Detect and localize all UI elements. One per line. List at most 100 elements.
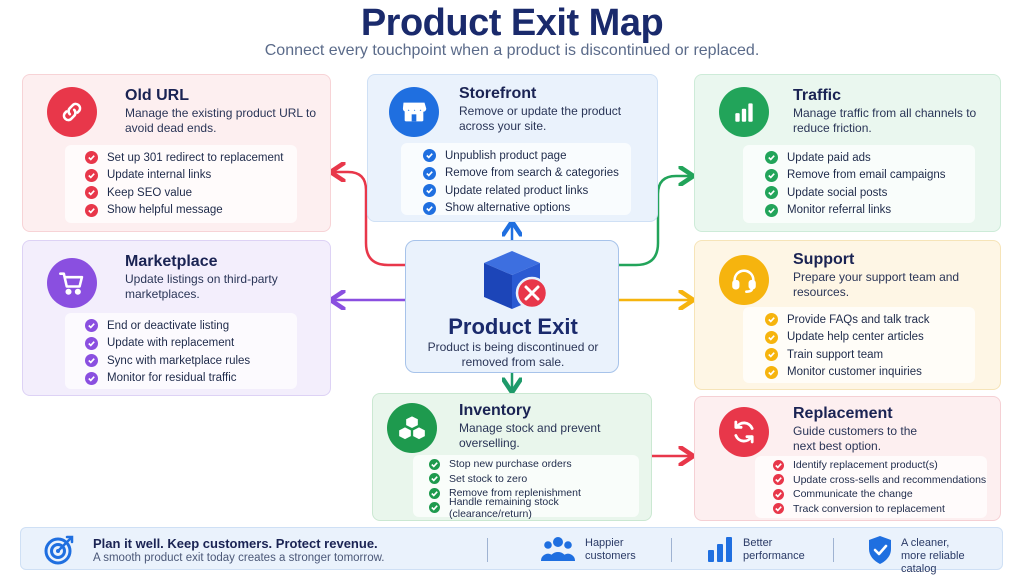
storefront-icon [389,87,439,137]
list-item: Monitor referral links [765,202,975,220]
divider [671,538,672,562]
list-item: Stop new purchase orders [429,457,639,472]
product-box-remove-icon [484,251,549,310]
card-storefront: Storefront Remove or update the product … [367,74,658,222]
card-description: Manage the existing product URL to avoid… [125,106,316,135]
list-item: Sync with marketplace rules [85,352,297,370]
list-item: Show alternative options [423,200,631,218]
check-icon [429,502,440,514]
check-icon [765,168,778,182]
bar-chart-icon [708,537,732,562]
card-old-url: Old URL Manage the existing product URL … [22,74,331,232]
divider [487,538,488,562]
shopping-cart-icon [47,258,97,308]
check-icon [85,151,98,165]
card-title: Inventory [459,402,532,419]
arrow-to-traffic [619,176,691,267]
card-marketplace: Marketplace Update listings on third-par… [22,240,331,396]
list-item: Keep SEO value [85,184,297,202]
list-item: Update with replacement [85,335,297,353]
divider [833,538,834,562]
list-item: Monitor for residual traffic [85,370,297,388]
check-icon [429,473,440,485]
card-traffic: Traffic Manage traffic from all channels… [694,74,1001,232]
card-support: Support Prepare your support team and re… [694,240,1001,390]
check-icon [765,365,778,379]
list-item: Train support team [765,346,975,364]
arrow-to-old-url [333,172,405,267]
users-icon [541,537,575,561]
list-item: Remove from replenishment [429,486,639,501]
check-icon [765,330,778,344]
check-icon [423,201,436,215]
hub-description: Product is being discontinued or removed… [427,340,599,369]
check-icon [429,458,440,470]
card-title: Replacement [793,405,893,422]
boxes-icon [387,403,437,453]
card-replacement: Replacement Guide customers to the next … [694,396,1001,521]
checklist: Provide FAQs and talk track Update help … [743,307,975,383]
checklist: Stop new purchase orders Set stock to ze… [413,455,639,520]
target-icon [44,535,74,565]
check-icon [85,336,98,350]
bar-chart-icon [719,87,769,137]
card-title: Support [793,251,855,268]
footer-headline: Plan it well. Keep customers. Protect re… [93,536,378,551]
card-description: Guide customers to the next best option. [793,424,918,453]
link-icon [47,87,97,137]
card-title: Traffic [793,87,842,104]
check-icon [773,474,784,486]
check-icon [85,168,98,182]
list-item: Remove from email campaigns [765,167,975,185]
check-icon [429,487,440,499]
list-item: Update cross-sells and recommendations [773,473,987,488]
list-item: Identify replacement product(s) [773,458,987,473]
hub-title: Product Exit [448,314,578,339]
check-icon [765,313,778,327]
check-icon [85,354,98,368]
card-inventory: Inventory Manage stock and prevent overs… [372,393,652,521]
list-item: Handle remaining stock (clearance/return… [429,496,639,520]
list-item: Update help center articles [765,329,975,347]
check-icon [765,203,778,217]
headset-icon [719,255,769,305]
checklist: Set up 301 redirect to replacement Updat… [65,145,297,223]
check-icon [85,371,98,385]
list-item: End or deactivate listing [85,317,297,335]
list-item: Unpublish product page [423,147,631,165]
card-title: Marketplace [125,253,218,270]
stat-cleaner-catalog: A cleaner, more reliable catalog [901,537,965,575]
check-icon [773,488,784,500]
checklist: Update paid ads Remove from email campai… [743,145,975,223]
list-item: Set stock to zero [429,472,639,487]
stat-better-performance: Better performance [743,537,805,562]
list-item: Provide FAQs and talk track [765,311,975,329]
check-icon [423,149,436,163]
page-title: Product Exit Map [360,2,664,44]
list-item: Track conversion to replacement [773,502,987,517]
list-item: Show helpful message [85,202,297,220]
list-item: Update related product links [423,182,631,200]
shield-check-icon [869,536,891,564]
card-title: Old URL [125,87,189,104]
check-icon [765,186,778,200]
card-description: Manage stock and prevent overselling. [459,421,601,450]
checklist: End or deactivate listing Update with re… [65,313,297,389]
footer-banner: Plan it well. Keep customers. Protect re… [20,527,1003,575]
check-icon [423,166,436,180]
list-item: Communicate the change [773,487,987,502]
list-item: Update internal links [85,167,297,185]
check-icon [85,203,98,217]
check-icon [765,151,778,165]
check-icon [85,319,98,333]
list-item: Update social posts [765,184,975,202]
page-subtitle: Connect every touchpoint when a product … [264,42,760,59]
check-icon [773,503,784,515]
stat-happier-customers: Happier customers [585,537,636,562]
check-icon [765,348,778,362]
check-icon [773,459,784,471]
card-description: Manage traffic from all channels to redu… [793,106,977,135]
list-item: Update paid ads [765,149,975,167]
check-icon [423,184,436,198]
